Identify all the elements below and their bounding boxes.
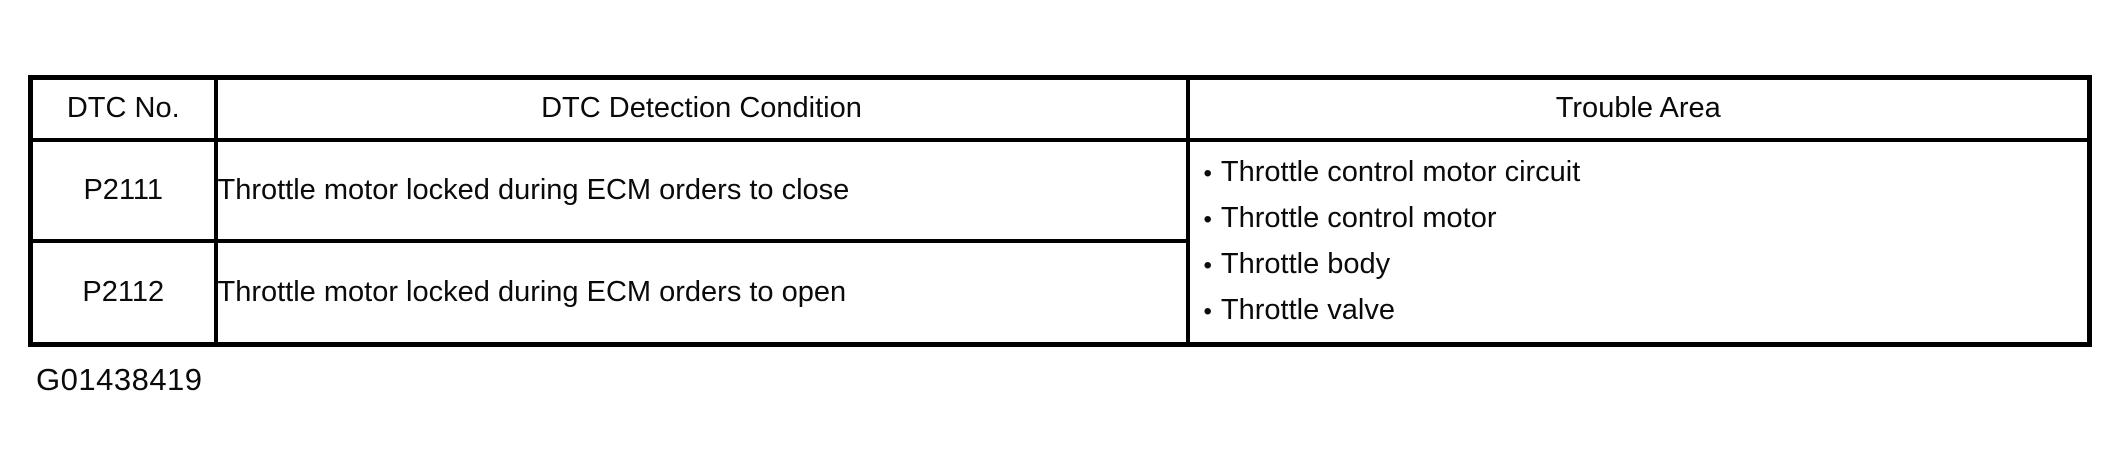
trouble-area-item-label: Throttle control motor circuit <box>1220 156 1581 189</box>
table-row: P2112 Throttle motor locked during ECM o… <box>28 238 2090 347</box>
bullet-icon: • <box>1203 251 1212 279</box>
trouble-area-item-label: Throttle body <box>1220 248 1391 281</box>
trouble-area-list: • Throttle control motor circuit • Throt… <box>1192 144 2086 341</box>
table-row: P2111 Throttle motor locked during ECM o… <box>28 137 2092 347</box>
header-trouble-area: Trouble Area <box>1185 75 2092 142</box>
dtc-code-cell: P2112 <box>28 238 218 347</box>
detection-condition-cell: Throttle motor locked during ECM orders … <box>213 137 1190 243</box>
trouble-area-item-label: Throttle control motor <box>1220 202 1497 235</box>
trouble-area-item: • Throttle valve <box>1204 296 2082 325</box>
figure-id-label: G01438419 <box>36 362 203 397</box>
trouble-area-item: • Throttle control motor circuit <box>1204 158 2082 187</box>
header-detection-condition: DTC Detection Condition <box>213 75 1190 142</box>
trouble-area-cell: • Throttle control motor circuit • Throt… <box>1185 137 2092 347</box>
detection-condition-cell: Throttle motor locked during ECM orders … <box>213 238 1190 347</box>
trouble-area-item: • Throttle body <box>1204 250 2082 279</box>
trouble-area-item-label: Throttle valve <box>1220 294 1395 327</box>
trouble-area-item: • Throttle control motor <box>1204 204 2082 233</box>
table-header-row: DTC No. DTC Detection Condition Trouble … <box>28 75 2092 142</box>
dtc-table: DTC No. DTC Detection Condition Trouble … <box>28 75 2092 347</box>
header-dtc-no: DTC No. <box>28 75 218 142</box>
bullet-icon: • <box>1203 159 1212 187</box>
dtc-code-cell: P2111 <box>28 137 218 243</box>
bullet-icon: • <box>1203 297 1212 325</box>
bullet-icon: • <box>1203 205 1212 233</box>
